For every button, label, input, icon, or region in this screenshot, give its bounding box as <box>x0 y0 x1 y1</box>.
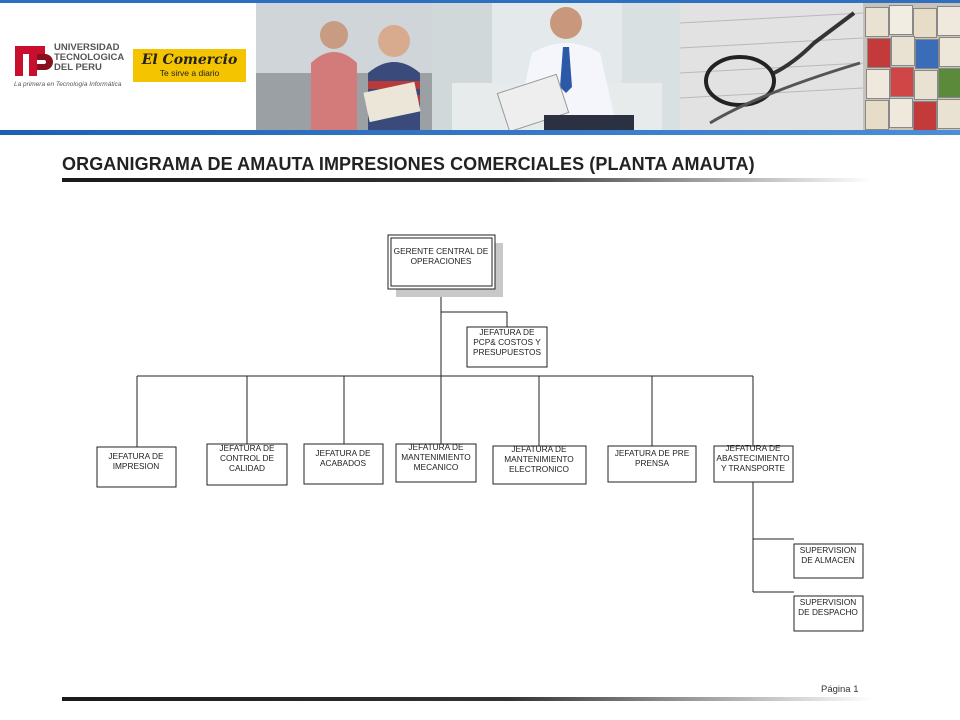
org-node-root: GERENTE CENTRAL DE OPERACIONES <box>387 234 503 297</box>
node-label: JEFATURA DE <box>479 327 535 337</box>
university-name-line: DEL PERU <box>54 62 102 73</box>
banner-photo-man-newspaper <box>432 3 680 130</box>
node-label: JEFATURA DE <box>108 451 164 461</box>
node-label: CONTROL DE <box>220 453 275 463</box>
el-comercio-tagline: Te sirve a diario <box>159 68 220 78</box>
org-node-supervision-almacen: SUPERVISION DE ALMACEN <box>793 543 864 579</box>
node-label: JEFATURA DE <box>408 442 464 452</box>
node-label: JEFATURA DE PRE <box>615 448 690 458</box>
org-node-pcp-costos: JEFATURA DE PCP& COSTOS Y PRESUPUESTOS <box>466 326 548 368</box>
node-label: ACABADOS <box>320 458 367 468</box>
title-area: ORGANIGRAMA DE AMAUTA IMPRESIONES COMERC… <box>62 154 872 175</box>
node-label: MANTENIMIENTO <box>401 452 471 462</box>
title-rule <box>62 178 872 182</box>
utp-logo-icon <box>15 46 53 76</box>
el-comercio-name: El Comercio <box>141 52 238 68</box>
node-label: ABASTECIMIENTO <box>716 453 790 463</box>
page-number: Página 1 <box>821 684 859 695</box>
banner-photo-newsstand <box>863 3 960 130</box>
node-label: DE ALMACEN <box>801 555 854 565</box>
org-node-supervision-despacho: SUPERVISION DE DESPACHO <box>793 595 864 632</box>
node-label: SUPERVISION <box>800 545 857 555</box>
node-label: CALIDAD <box>229 463 265 473</box>
node-label: ELECTRONICO <box>509 464 569 474</box>
org-node-mantenimiento-mecanico: JEFATURA DE MANTENIMIENTO MECANICO <box>395 442 477 483</box>
node-label: MANTENIMIENTO <box>504 454 574 464</box>
node-label: PRESUPUESTOS <box>473 347 542 357</box>
university-name: UNIVERSIDAD TECNOLOGICA DEL PERU <box>54 43 124 73</box>
node-label: Y TRANSPORTE <box>721 463 786 473</box>
node-label: GERENTE CENTRAL DE <box>394 246 489 256</box>
org-node-abastecimiento-transporte: JEFATURA DE ABASTECIMIENTO Y TRANSPORTE <box>713 443 794 483</box>
node-label: PCP& COSTOS Y <box>473 337 541 347</box>
org-node-acabados: JEFATURA DE ACABADOS <box>303 443 384 485</box>
org-node-impresion: JEFATURA DE IMPRESION <box>96 446 177 488</box>
node-label: MECANICO <box>414 462 459 472</box>
org-node-mantenimiento-electronico: JEFATURA DE MANTENIMIENTO ELECTRONICO <box>492 444 587 485</box>
footer-rule <box>62 697 872 701</box>
node-label: SUPERVISION <box>800 597 857 607</box>
banner-photo-glasses-chart <box>680 3 863 130</box>
node-label: JEFATURA DE <box>315 448 371 458</box>
node-label: JEFATURA DE <box>511 444 567 454</box>
university-name-line: UNIVERSIDAD <box>54 42 120 53</box>
node-label: DE DESPACHO <box>798 607 858 617</box>
university-logo: UNIVERSIDAD TECNOLOGICA DEL PERU La prim… <box>14 40 124 92</box>
banner-photo-family-reading <box>256 3 432 130</box>
university-tagline: La primera en Tecnología Informática <box>14 81 122 88</box>
header-banner: UNIVERSIDAD TECNOLOGICA DEL PERU La prim… <box>0 0 960 135</box>
org-node-pre-prensa: JEFATURA DE PRE PRENSA <box>607 445 697 483</box>
page-title: ORGANIGRAMA DE AMAUTA IMPRESIONES COMERC… <box>62 154 755 174</box>
org-node-control-calidad: JEFATURA DE CONTROL DE CALIDAD <box>206 443 288 486</box>
header-top-bar <box>0 0 960 3</box>
node-label: JEFATURA DE <box>219 443 275 453</box>
node-label: PRENSA <box>635 458 670 468</box>
header-bottom-bar <box>0 130 960 135</box>
el-comercio-logo: El Comercio Te sirve a diario <box>133 49 246 82</box>
university-name-line: TECNOLOGICA <box>54 52 125 63</box>
node-label: JEFATURA DE <box>725 443 781 453</box>
node-label: OPERACIONES <box>411 256 472 266</box>
node-label: IMPRESION <box>113 461 160 471</box>
